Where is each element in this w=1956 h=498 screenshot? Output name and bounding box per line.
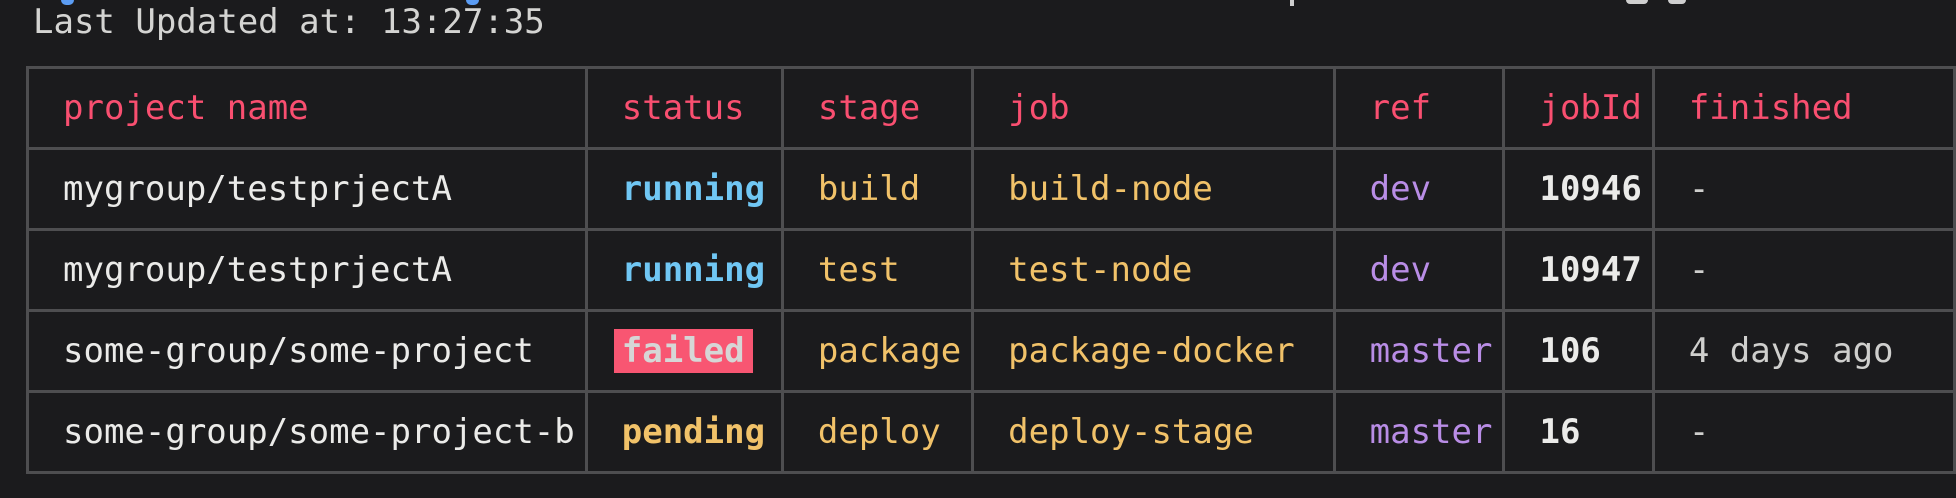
column-header-ref: ref bbox=[1332, 66, 1506, 150]
pipeline-status-table: project name status stage job ref jobId … bbox=[26, 66, 1956, 474]
cell-jobid: 10947 bbox=[1502, 228, 1655, 312]
column-header-stage: stage bbox=[780, 66, 975, 150]
cell-stage: package bbox=[780, 309, 975, 393]
pipeline-row: mygroup/testprjectA running build build-… bbox=[26, 147, 1956, 231]
column-header-finished: finished bbox=[1651, 66, 1956, 150]
cell-stage: test bbox=[780, 228, 975, 312]
cell-jobid: 10946 bbox=[1502, 147, 1655, 231]
cell-finished: - bbox=[1651, 228, 1956, 312]
cell-status: pending bbox=[584, 390, 784, 474]
cell-status: running bbox=[584, 147, 784, 231]
cell-project-name: some-group/some-project bbox=[26, 309, 588, 393]
cell-job: test-node bbox=[971, 228, 1336, 312]
cell-status: failed bbox=[584, 309, 784, 393]
clipped-glyph-fragment-gray-icon bbox=[1290, 0, 1294, 6]
cell-job: build-node bbox=[971, 147, 1336, 231]
cell-ref: dev bbox=[1332, 147, 1506, 231]
column-header-project-name: project name bbox=[26, 66, 588, 150]
column-header-status: status bbox=[584, 66, 784, 150]
cell-project-name: mygroup/testprjectA bbox=[26, 228, 588, 312]
cell-finished: 4 days ago bbox=[1651, 309, 1956, 393]
column-header-job: job bbox=[971, 66, 1336, 150]
cell-stage: deploy bbox=[780, 390, 975, 474]
clipped-glyph-fragment-blue-icon bbox=[466, 0, 479, 5]
pipeline-row: some-group/some-project failed package p… bbox=[26, 309, 1956, 393]
clipped-glyph-fragment-gray-icon bbox=[1668, 0, 1686, 4]
cell-finished: - bbox=[1651, 147, 1956, 231]
clipped-glyph-fragment-blue-icon bbox=[61, 0, 74, 5]
pipeline-row: some-group/some-project-b pending deploy… bbox=[26, 390, 1956, 474]
cell-stage: build bbox=[780, 147, 975, 231]
status-badge-running: running bbox=[621, 169, 766, 209]
column-header-jobid: jobId bbox=[1502, 66, 1655, 150]
cell-ref: master bbox=[1332, 390, 1506, 474]
status-badge-running: running bbox=[621, 250, 766, 290]
cell-job: deploy-stage bbox=[971, 390, 1336, 474]
cell-jobid: 106 bbox=[1502, 309, 1655, 393]
cell-job: package-docker bbox=[971, 309, 1336, 393]
cell-ref: dev bbox=[1332, 228, 1506, 312]
cell-finished: - bbox=[1651, 390, 1956, 474]
status-badge-pending: pending bbox=[621, 412, 766, 452]
clipped-glyph-fragment-gray-icon bbox=[1626, 0, 1648, 4]
table-header-row: project name status stage job ref jobId … bbox=[26, 66, 1956, 150]
pipeline-row: mygroup/testprjectA running test test-no… bbox=[26, 228, 1956, 312]
cell-project-name: mygroup/testprjectA bbox=[26, 147, 588, 231]
cell-project-name: some-group/some-project-b bbox=[26, 390, 588, 474]
cell-status: running bbox=[584, 228, 784, 312]
cell-ref: master bbox=[1332, 309, 1506, 393]
last-updated-line: Last Updated at: 13:27:35 bbox=[33, 2, 545, 42]
status-badge-failed: failed bbox=[613, 329, 753, 373]
cell-jobid: 16 bbox=[1502, 390, 1655, 474]
